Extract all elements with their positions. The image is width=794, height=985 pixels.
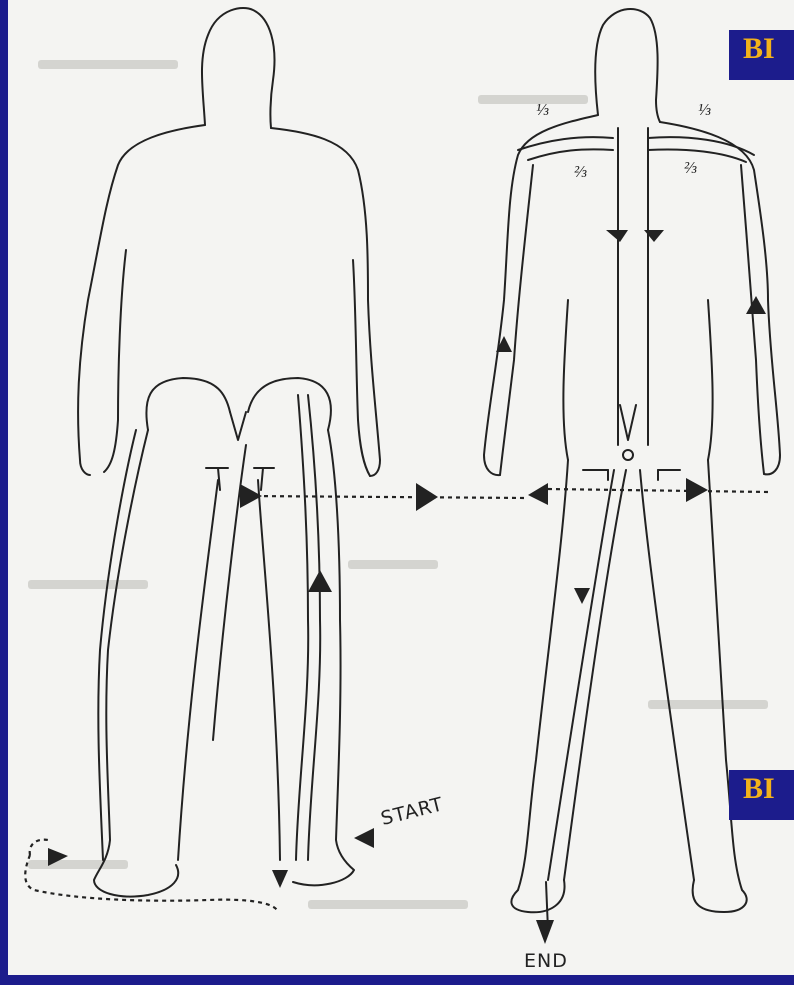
dashed-connectors xyxy=(25,489,768,912)
end-label: END xyxy=(524,950,568,972)
bottom-corner-title-box: BI xyxy=(729,770,794,820)
flow-arrows xyxy=(48,230,766,944)
diagram-sheet: ⅓ ⅓ ⅔ ⅔ START END BI BI xyxy=(8,0,794,975)
body-diagram xyxy=(8,0,794,975)
fraction-left-shoulder: ⅓ xyxy=(536,100,549,120)
bottom-corner-title-text: BI xyxy=(743,772,775,805)
fraction-right-blade: ⅔ xyxy=(684,158,697,178)
fraction-right-shoulder: ⅓ xyxy=(698,100,711,120)
fraction-left-blade: ⅔ xyxy=(574,162,587,182)
top-corner-title-box: BI xyxy=(729,30,794,80)
top-corner-title-text: BI xyxy=(743,32,775,65)
left-figure-outline xyxy=(78,8,380,897)
